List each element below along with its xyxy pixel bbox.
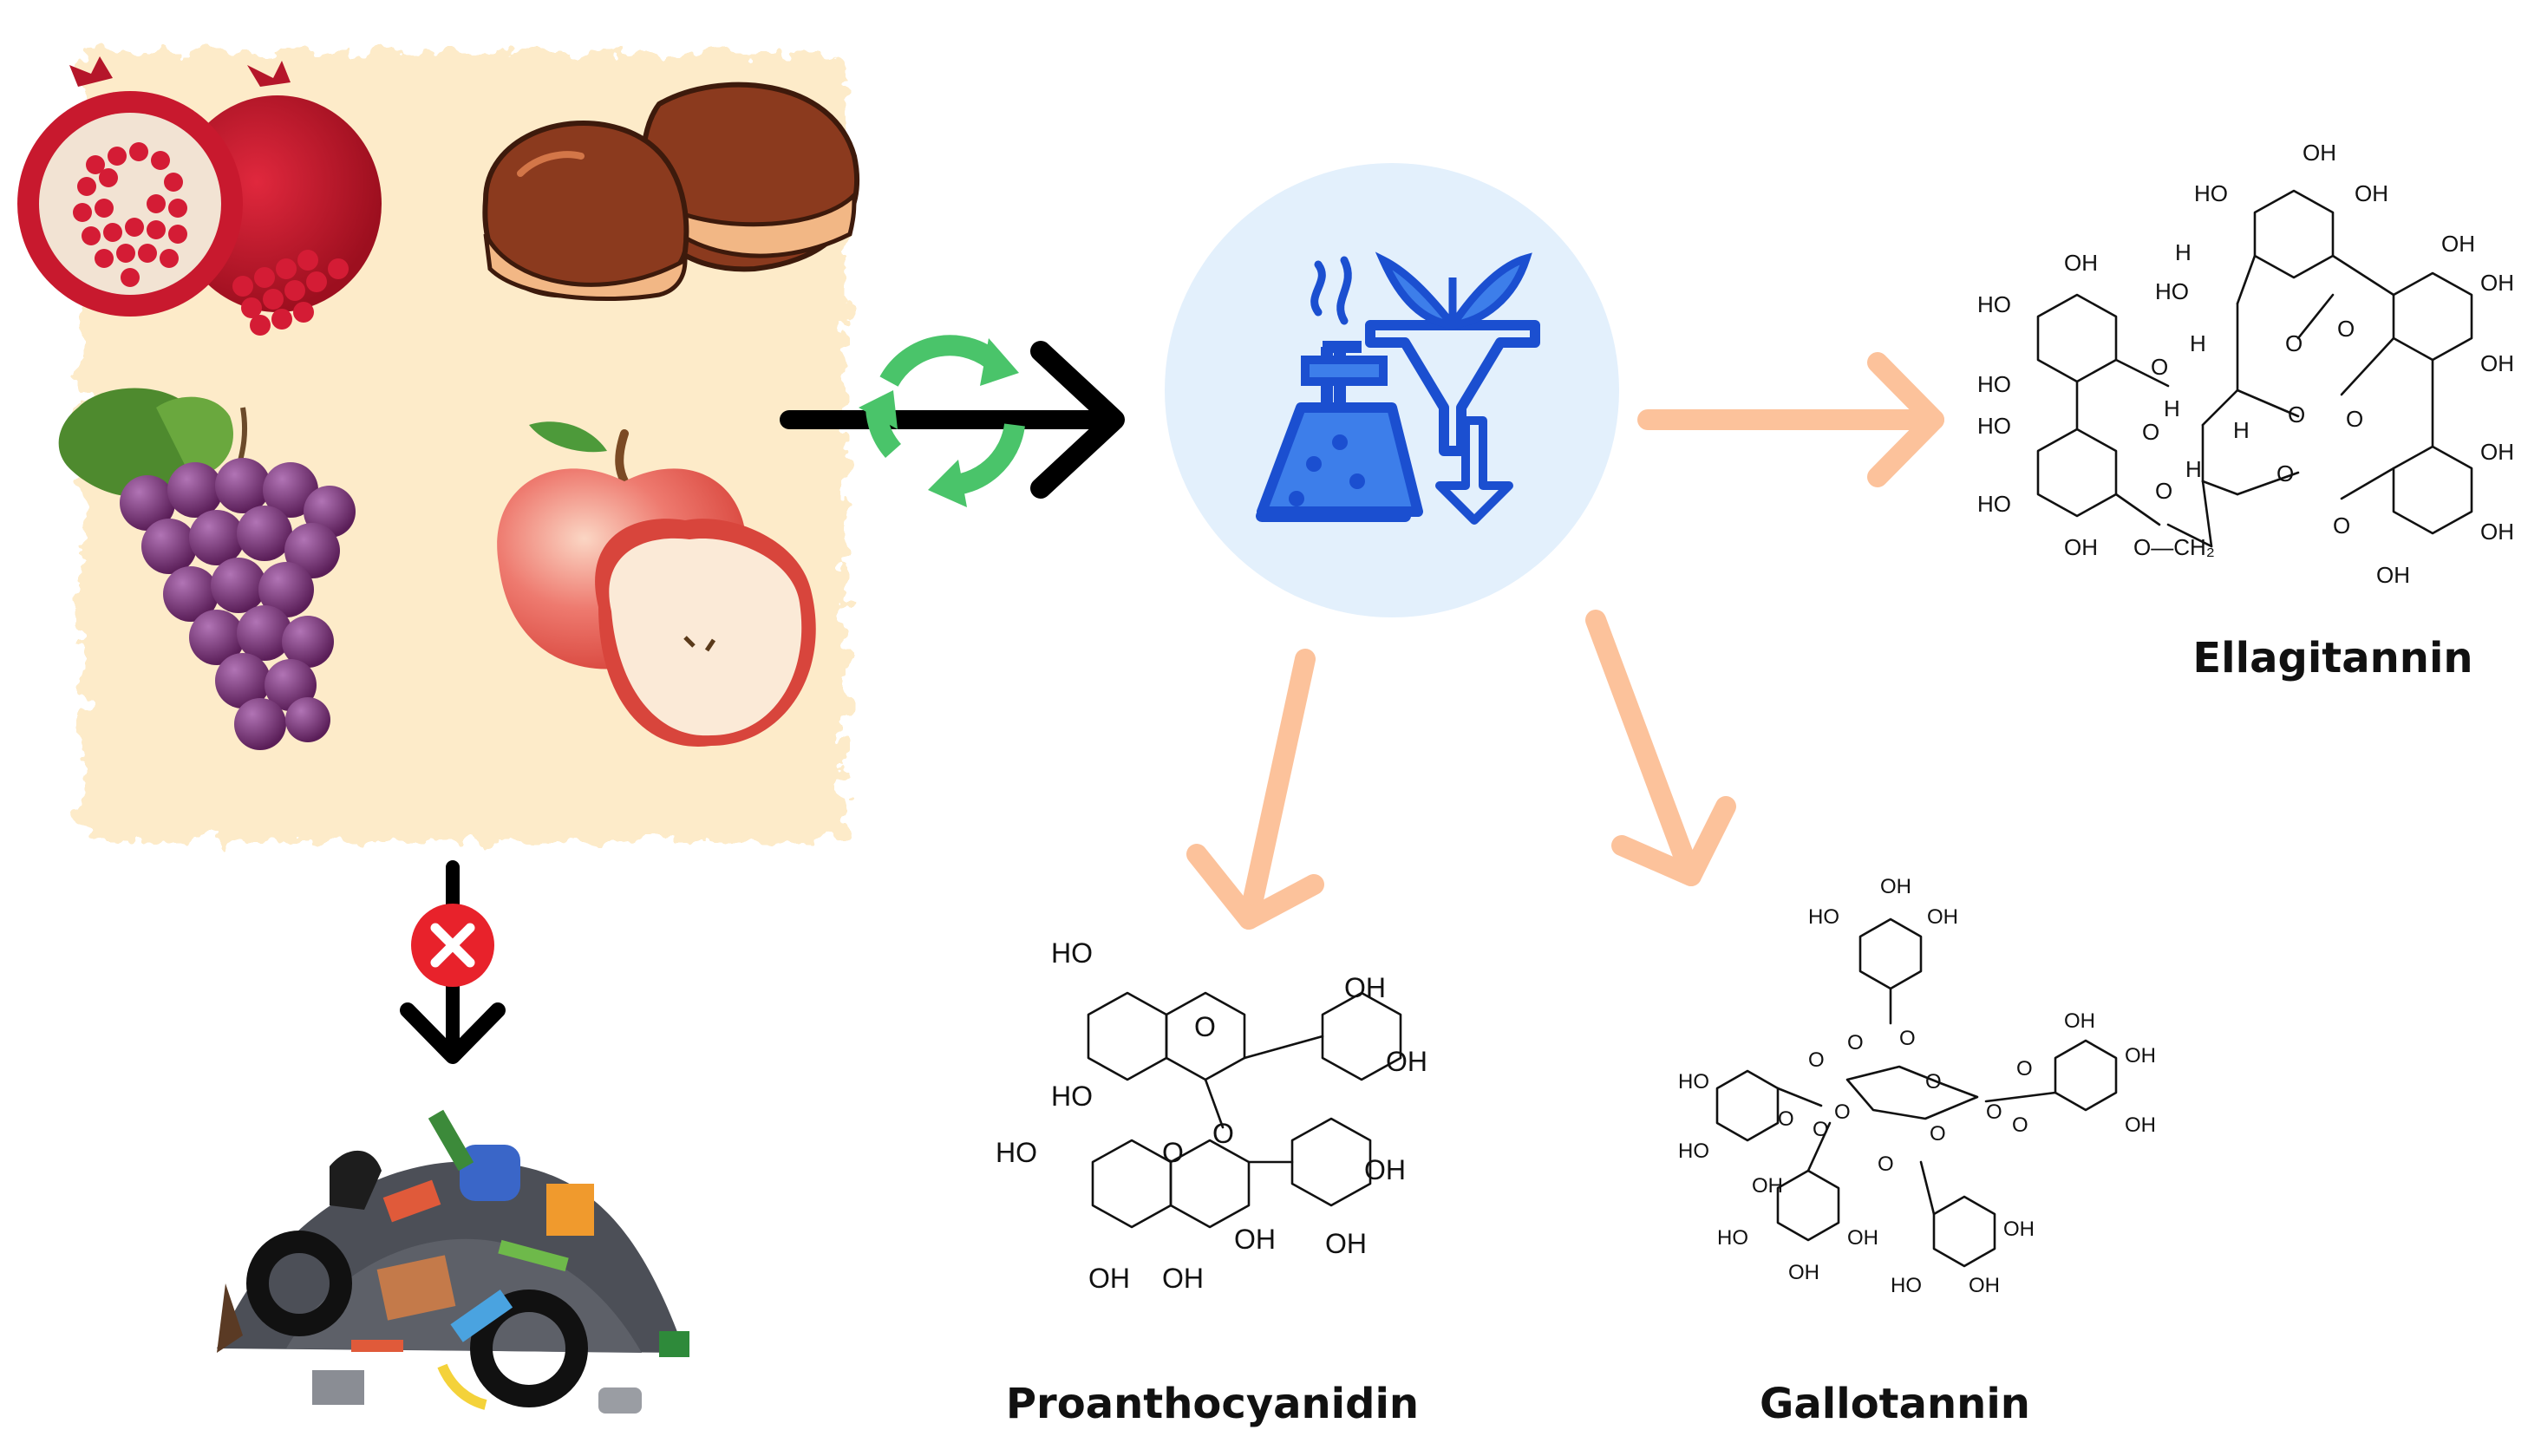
gal-ho-2: HO xyxy=(1678,1070,1709,1094)
gal-o-5: O xyxy=(1813,1118,1829,1141)
waste-pile-icon xyxy=(217,1109,689,1414)
pro-ho-3: HO xyxy=(996,1137,1037,1168)
gal-ho-3: HO xyxy=(1678,1139,1709,1163)
pro-ho-1: HO xyxy=(1051,937,1093,969)
arrow-to-gallotannin xyxy=(1585,610,1736,886)
pro-ho-2: HO xyxy=(1051,1081,1093,1112)
recycle-icon xyxy=(859,335,1025,507)
gal-o-10: O xyxy=(1930,1122,1946,1146)
pro-o-2: O xyxy=(1212,1118,1234,1149)
flask-funnel-icon xyxy=(1256,251,1540,525)
ell-ho-6: HO xyxy=(1977,491,2011,517)
proanthocyanidin-structure: HO OH OH HO O O HO O OH OH OH OH OH xyxy=(996,937,1427,1294)
ell-oh-8: OH xyxy=(2480,439,2514,465)
pro-oh-6: OH xyxy=(1088,1263,1130,1294)
ell-oh-1: OH xyxy=(2303,140,2336,166)
ell-ho-4: HO xyxy=(1977,371,2011,397)
ell-oh-7: OH xyxy=(2064,534,2098,560)
ell-oh-3: OH xyxy=(2441,231,2475,257)
gal-oh-2: OH xyxy=(1927,905,1958,929)
ell-o-3: O xyxy=(2151,354,2168,380)
ell-o-4: O xyxy=(2142,419,2159,445)
pro-oh-3: OH xyxy=(1364,1154,1406,1185)
ell-ho-3: HO xyxy=(1977,291,2011,317)
pro-o-1: O xyxy=(1194,1011,1216,1042)
ell-oh-9: OH xyxy=(2480,519,2514,545)
gal-o-1: O xyxy=(1899,1027,1916,1050)
gal-ho-1: HO xyxy=(1808,905,1839,929)
lab-circle xyxy=(1165,163,1619,617)
gal-oh-3: OH xyxy=(1752,1174,1783,1198)
apple-icon xyxy=(497,421,816,747)
ell-oh-2: OH xyxy=(2355,180,2388,206)
arrow-to-proanthocyanidin xyxy=(1186,649,1324,930)
gal-oh-10: OH xyxy=(1969,1274,2000,1297)
ell-ho-1: HO xyxy=(2194,180,2228,206)
ell-o-2: O xyxy=(2337,316,2355,342)
ell-h-3: H xyxy=(2164,395,2180,421)
label-ellagitannin: Ellagitannin xyxy=(2192,634,2472,682)
pomegranate-icon xyxy=(17,56,382,336)
gal-ho-4: HO xyxy=(1717,1226,1748,1250)
cross-icon xyxy=(411,904,494,987)
pro-oh-5: OH xyxy=(1325,1228,1367,1259)
gal-o-2: O xyxy=(1847,1031,1864,1054)
ell-oh-4: OH xyxy=(2480,270,2514,296)
gal-oh-7: OH xyxy=(1847,1226,1878,1250)
gallotannin-structure: OH HO OH O O O HO HO OH O O O O O O O O … xyxy=(1678,875,2156,1297)
label-gallotannin: Gallotannin xyxy=(1760,1380,2030,1428)
pro-oh-1: OH xyxy=(1344,972,1386,1003)
ell-oh-6: OH xyxy=(2064,250,2098,276)
ell-h-4: H xyxy=(2233,417,2250,443)
ell-o-9: O xyxy=(2155,478,2172,504)
main-arrow xyxy=(780,341,1125,499)
gal-o-6: O xyxy=(1834,1100,1851,1124)
ell-h-1: H xyxy=(2175,239,2192,265)
ell-o-7: O xyxy=(2276,460,2294,486)
gal-o-7: O xyxy=(1986,1100,2002,1124)
gal-o-12: O xyxy=(1778,1107,1794,1131)
pro-oh-7: OH xyxy=(1162,1263,1204,1294)
label-proanthocyanidin: Proanthocyanidin xyxy=(1006,1380,1419,1428)
pro-oh-4: OH xyxy=(1234,1224,1276,1255)
ell-h-5: H xyxy=(2185,456,2202,482)
ellagitannin-structure: OH HO OH OH HO OH OH OH HO HO HO HO OH O… xyxy=(1977,140,2514,588)
ell-ho-2: HO xyxy=(2155,278,2189,304)
gal-o-4: O xyxy=(1808,1048,1825,1072)
gal-oh-5: OH xyxy=(2125,1044,2156,1068)
chestnut-icon xyxy=(482,82,860,302)
ell-oh-5: OH xyxy=(2480,350,2514,376)
grapes-icon xyxy=(58,388,356,750)
gal-oh-4: OH xyxy=(2064,1009,2095,1033)
gal-o-8: O xyxy=(2016,1057,2033,1081)
ell-oh-10: OH xyxy=(2376,562,2410,588)
gal-ho-5: HO xyxy=(1891,1274,1922,1297)
ell-ho-5: HO xyxy=(1977,413,2011,439)
ell-o-5: O xyxy=(2288,402,2305,428)
pro-o-3: O xyxy=(1162,1137,1184,1168)
ell-o-8: O xyxy=(2333,513,2350,539)
ell-o-ch2: O—CH₂ xyxy=(2133,534,2215,560)
gal-oh-8: OH xyxy=(1788,1261,1819,1284)
gal-oh-6: OH xyxy=(2125,1113,2156,1137)
gal-o-9: O xyxy=(2012,1113,2028,1137)
ell-o-1: O xyxy=(2285,330,2303,356)
ell-h-2: H xyxy=(2190,330,2206,356)
gal-o-11: O xyxy=(1878,1152,1894,1176)
gal-o-3: O xyxy=(1925,1070,1942,1094)
arrow-to-ellagitannin xyxy=(1637,352,1944,487)
gal-oh-9: OH xyxy=(2003,1218,2035,1241)
gal-oh-1: OH xyxy=(1880,875,1911,898)
ell-o-6: O xyxy=(2346,406,2363,432)
pro-oh-2: OH xyxy=(1386,1046,1427,1077)
